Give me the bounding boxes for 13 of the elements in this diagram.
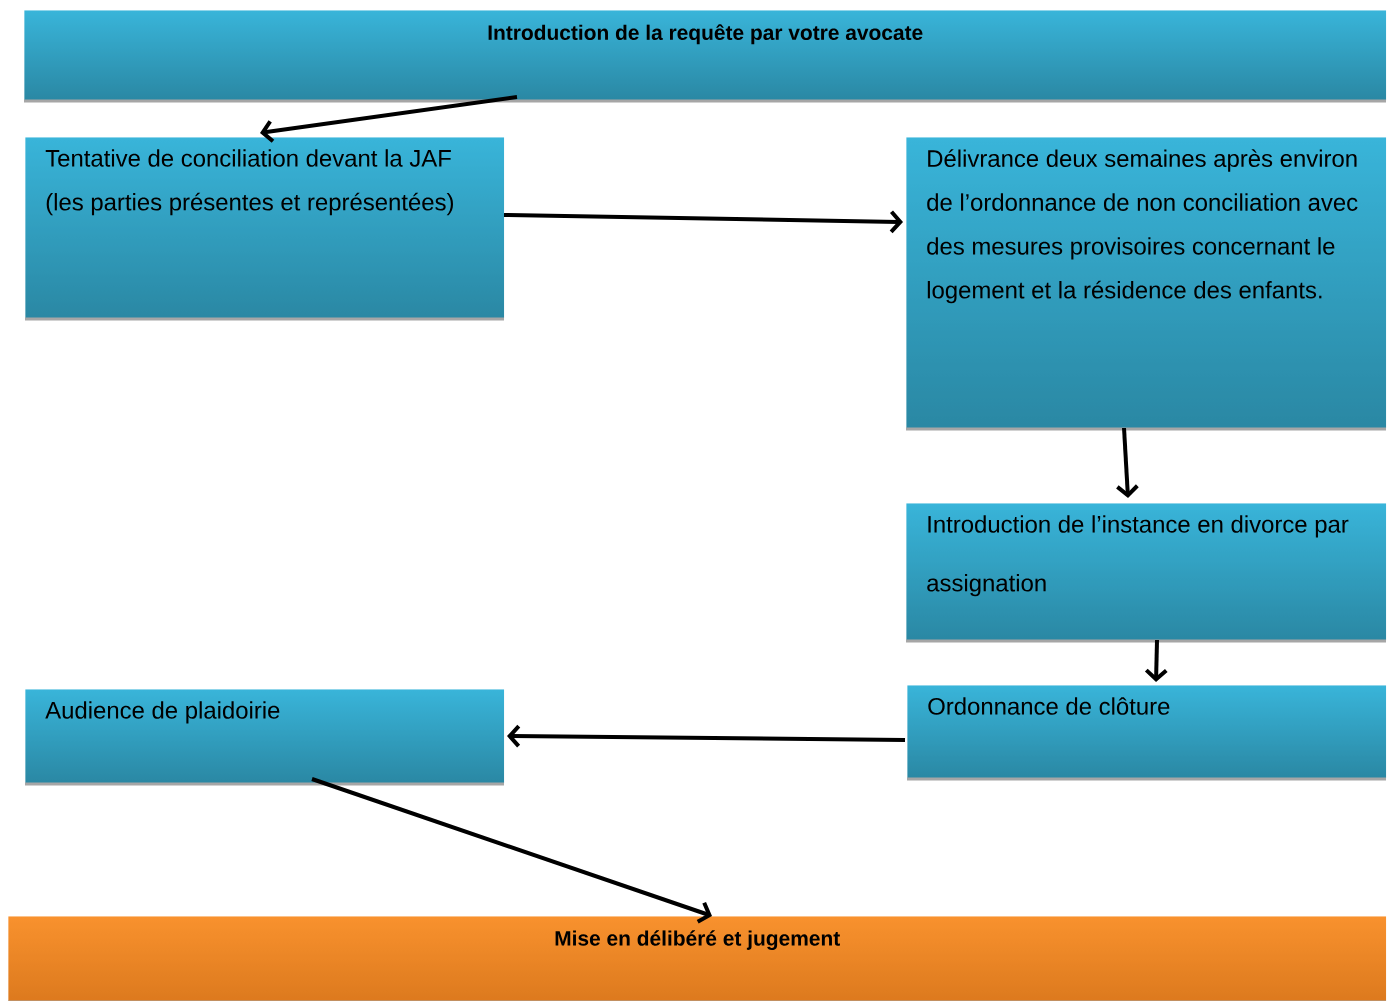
arrow: [260, 95, 518, 143]
title-band: Introduction de la requête par votre avocate: [24, 24, 1386, 103]
process-box: Introduction de l’instance en divorce par assignation: [906, 515, 1386, 643]
process-box: Tentative de conciliation devant la JAF (les parties présentes et représentées): [25, 149, 504, 321]
arrow: [1144, 639, 1168, 682]
process-box: Délivrance deux semaines après environ de l’ordonnance de non conciliation avec des mesures provisoires concernant le logement et la résidence des enfants.: [906, 149, 1386, 431]
arrow: [507, 724, 906, 748]
process-box: Audience de plaidoirie: [25, 701, 504, 786]
arrow: [1116, 427, 1139, 498]
arrow: [311, 777, 712, 924]
arrow: [503, 210, 903, 234]
title-band: Mise en délibéré et jugement: [8, 930, 1386, 1001]
process-box: Ordonnance de clôture: [907, 697, 1386, 781]
